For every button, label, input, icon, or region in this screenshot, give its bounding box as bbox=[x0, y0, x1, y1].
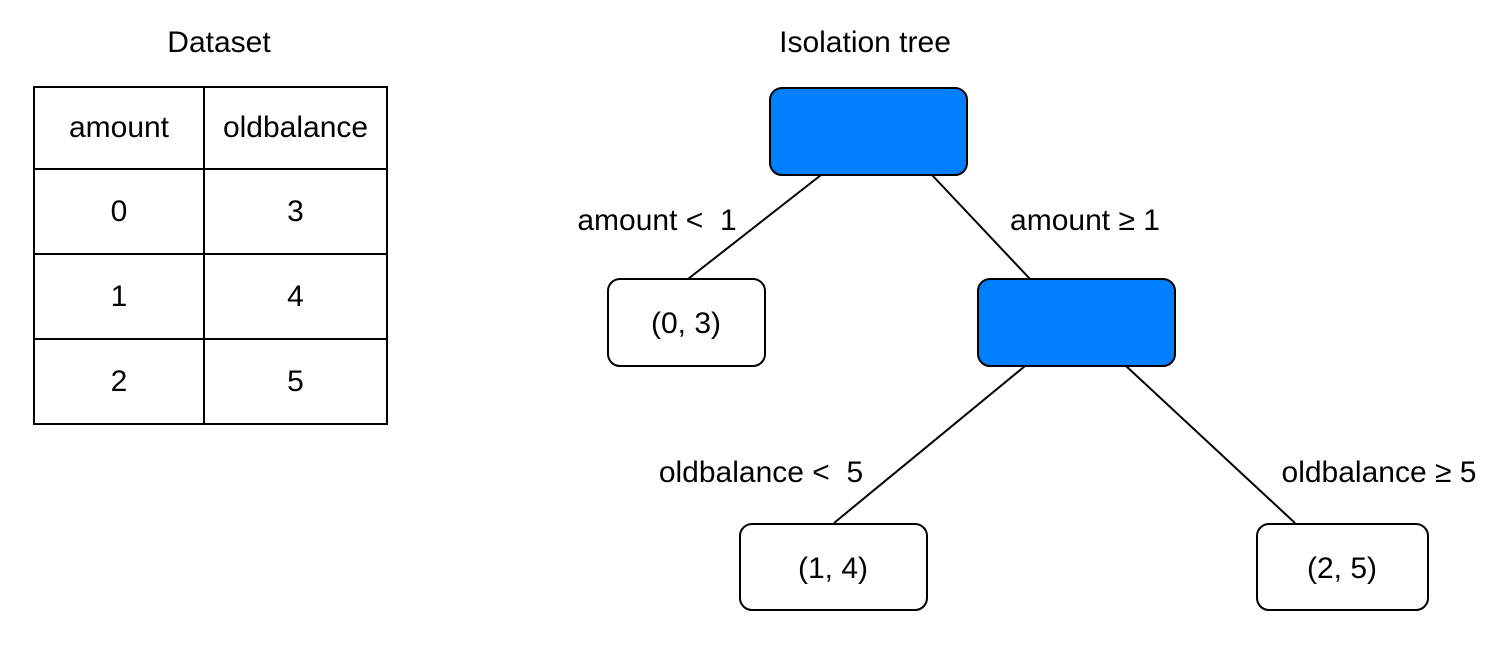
edge-root-right bbox=[931, 174, 1031, 280]
leaf-node-left bbox=[607, 278, 766, 367]
column-header-oldbalance: oldbalance bbox=[203, 86, 388, 170]
table-cell: 5 bbox=[203, 338, 388, 425]
edge-label-split-left: oldbalance < 5 bbox=[659, 456, 863, 489]
column-header-amount: amount bbox=[33, 86, 205, 170]
dataset-table: amount oldbalance 0 3 1 4 2 5 bbox=[33, 86, 388, 425]
table-row: 2 5 bbox=[33, 338, 388, 425]
leaf-label-right: (2, 5) bbox=[1307, 552, 1377, 585]
edge-label-split-right: oldbalance ≥ 5 bbox=[1282, 456, 1477, 489]
tree-title: Isolation tree bbox=[779, 26, 951, 59]
table-cell: 4 bbox=[203, 253, 388, 340]
edge-split-right bbox=[1125, 365, 1296, 524]
table-row: 1 4 bbox=[33, 253, 388, 340]
edge-label-root-left: amount < 1 bbox=[577, 204, 736, 237]
edge-label-root-right: amount ≥ 1 bbox=[1010, 204, 1160, 237]
table-cell: 0 bbox=[33, 168, 205, 255]
table-cell: 3 bbox=[203, 168, 388, 255]
table-cell: 1 bbox=[33, 253, 205, 340]
edge-root-left bbox=[687, 174, 822, 280]
leaf-node-mid bbox=[739, 523, 928, 611]
table-row: 0 3 bbox=[33, 168, 388, 255]
leaf-label-mid: (1, 4) bbox=[798, 552, 868, 585]
dataset-title: Dataset bbox=[167, 26, 271, 59]
table-cell: 2 bbox=[33, 338, 205, 425]
root-split-node bbox=[769, 87, 968, 176]
leaf-node-right bbox=[1256, 523, 1429, 611]
leaf-label-left: (0, 3) bbox=[651, 307, 721, 340]
edge-split-left bbox=[833, 365, 1026, 524]
inner-split-node bbox=[977, 278, 1176, 367]
table-header-row: amount oldbalance bbox=[33, 86, 388, 170]
